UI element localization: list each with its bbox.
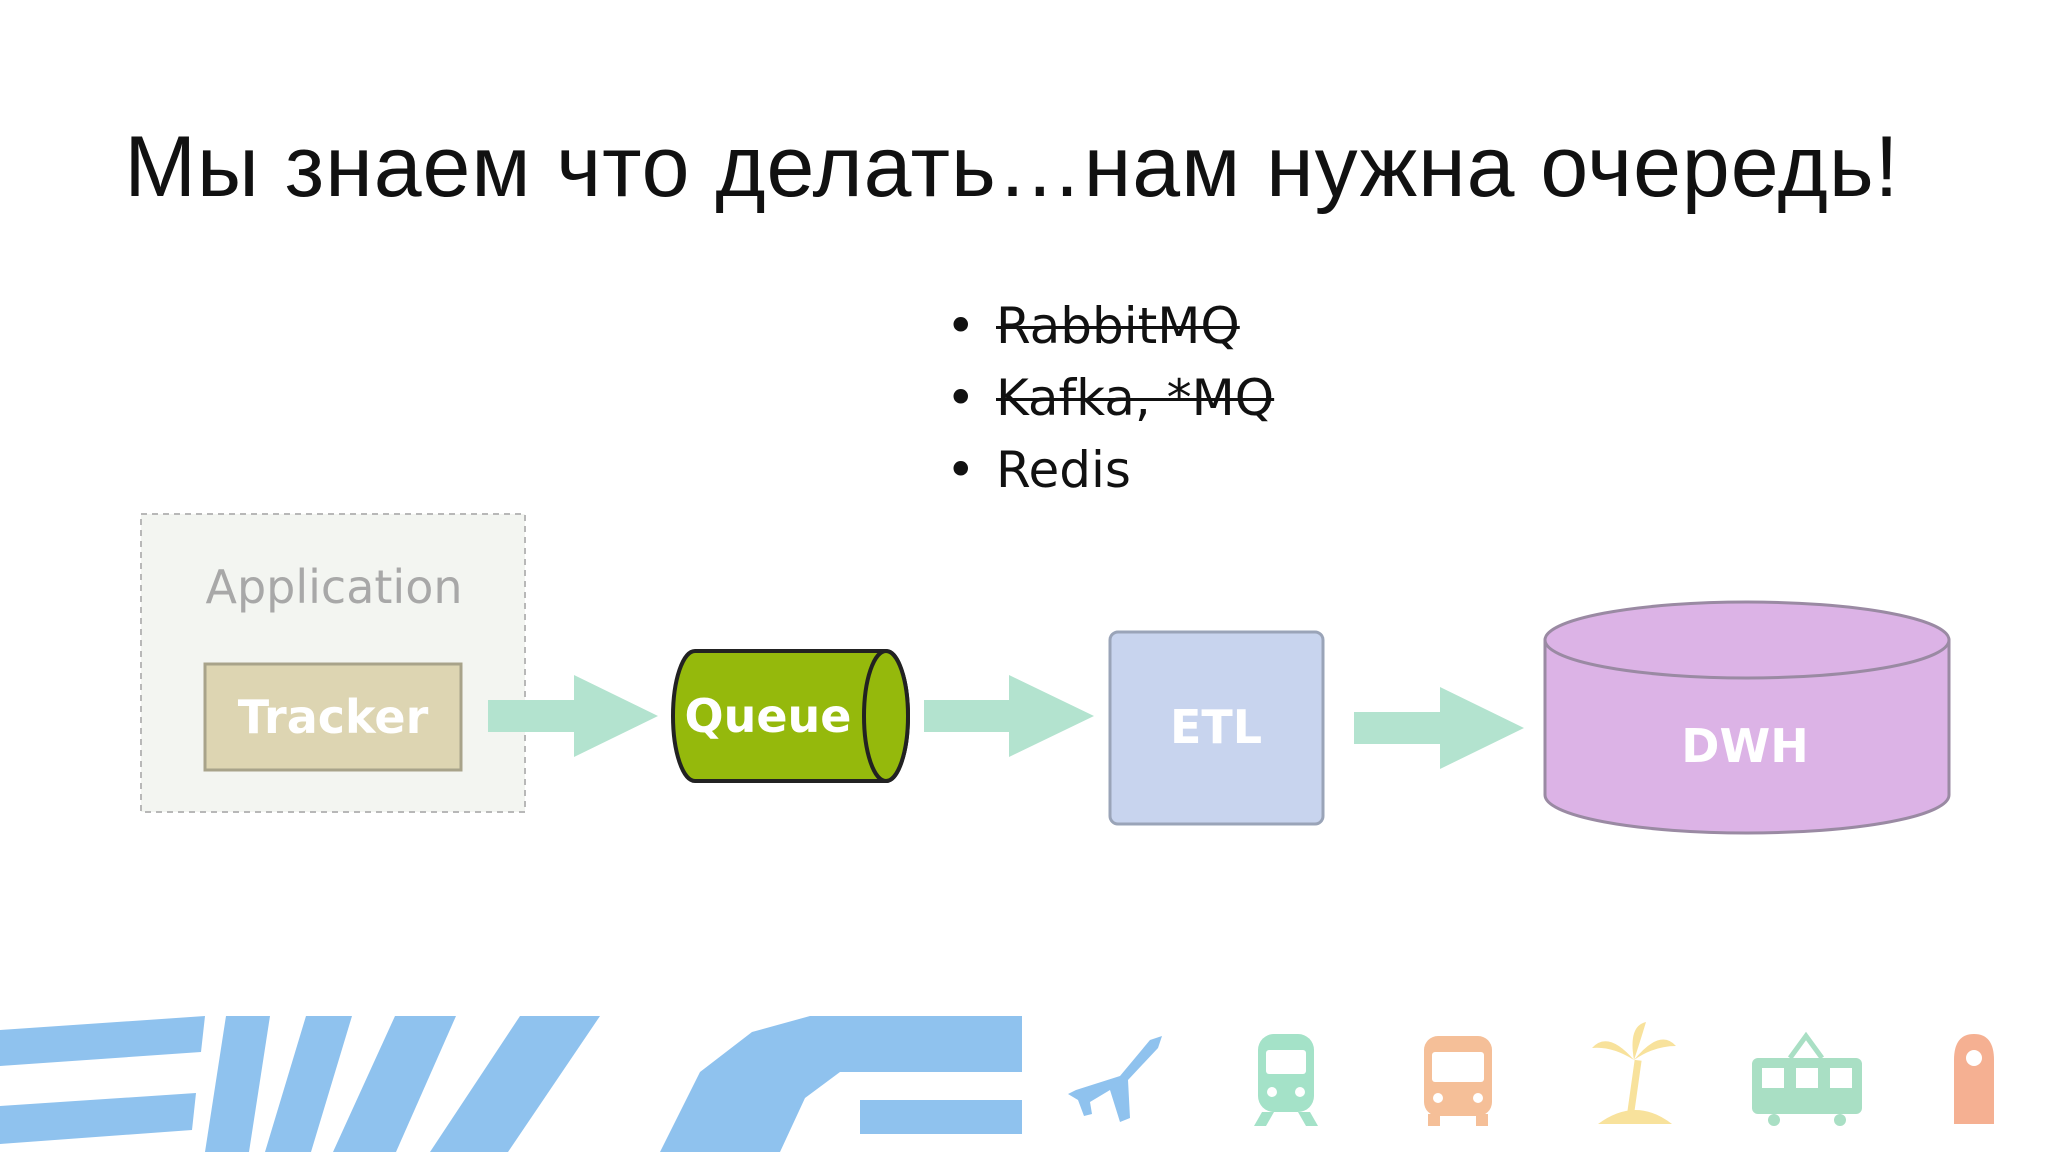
palm-island-icon — [1592, 1022, 1676, 1124]
etl-label: ETL — [1170, 700, 1262, 754]
queue-node: Queue — [671, 649, 910, 783]
application-label: Application — [205, 560, 462, 614]
pipeline-diagram: Application Tracker Queue ETL DWH — [140, 513, 1951, 835]
etl-node: ETL — [1108, 630, 1325, 826]
bullet-text: Redis — [996, 441, 1131, 499]
tracker-label: Tracker — [238, 690, 429, 744]
slide-title: Мы знаем что делать…нам нужна очередь! — [124, 119, 1900, 215]
hotel-door-hanger-icon — [1954, 1034, 1994, 1124]
brand-stripes — [0, 1016, 1022, 1152]
bullet-kafka: • Kafka, *MQ — [946, 362, 1274, 434]
arrow-queue-to-etl — [924, 675, 1094, 757]
dwh-node: DWH — [1543, 600, 1951, 835]
bullet-text: Kafka, *MQ — [996, 369, 1275, 427]
queue-options-list: • RabbitMQ • Kafka, *MQ • Redis — [946, 290, 1274, 506]
bullet-dot: • — [946, 441, 976, 499]
bus-icon — [1424, 1036, 1492, 1126]
tram-icon — [1752, 1031, 1862, 1126]
arrow-etl-to-dwh — [1354, 687, 1524, 769]
airplane-icon — [1068, 1036, 1162, 1122]
bullet-text: RabbitMQ — [996, 297, 1240, 355]
bullet-dot: • — [946, 297, 976, 355]
footer-banner — [0, 1016, 1994, 1152]
arrow-tracker-to-queue — [488, 675, 658, 757]
queue-label: Queue — [685, 689, 852, 743]
tracker-node: Tracker — [203, 662, 463, 772]
train-icon — [1254, 1034, 1318, 1126]
bullet-redis: • Redis — [946, 434, 1274, 506]
dwh-label: DWH — [1681, 719, 1808, 773]
bullet-dot: • — [946, 369, 976, 427]
bullet-rabbitmq: • RabbitMQ — [946, 290, 1274, 362]
